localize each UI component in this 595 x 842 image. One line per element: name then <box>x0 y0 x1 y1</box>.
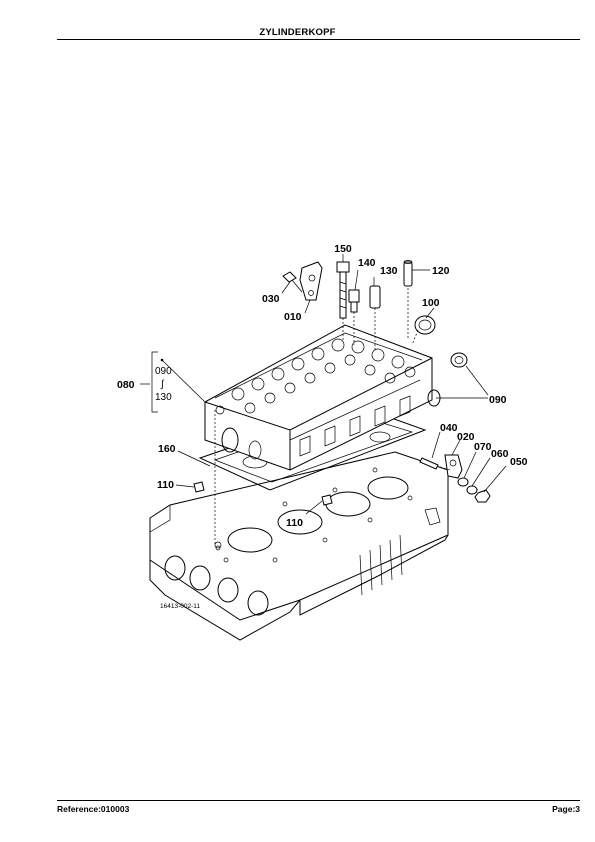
small-parts-drawing <box>193 260 491 506</box>
header-divider <box>57 39 580 40</box>
callout-010: 010 <box>284 311 302 323</box>
footer-page-number: Page:3 <box>552 804 580 814</box>
callout-020: 020 <box>457 431 475 443</box>
callout-030: 030 <box>262 293 280 305</box>
callout-140: 140 <box>358 257 376 269</box>
footer-reference: Reference:010003 <box>57 804 130 814</box>
callout-150: 150 <box>334 243 352 255</box>
callout-070: 070 <box>474 441 492 453</box>
callout-range-tilde: ∫ <box>160 379 165 390</box>
engine-block-drawing <box>149 451 449 641</box>
leader-lines <box>140 254 507 515</box>
callout-110-left: 110 <box>157 479 174 491</box>
callout-110-center: 110 <box>286 517 303 529</box>
callout-120: 120 <box>432 265 450 277</box>
callout-090-range-end: 130 <box>155 392 172 403</box>
callout-100: 100 <box>422 297 440 309</box>
callout-160: 160 <box>158 443 176 455</box>
callout-labels: 150 140 130 120 030 010 100 080 090 ∫ 13… <box>117 243 528 610</box>
alignment-lines <box>214 288 451 545</box>
callout-130: 130 <box>380 265 398 277</box>
callout-050: 050 <box>510 456 528 468</box>
callout-090-range-start: 090 <box>155 366 172 377</box>
callout-060: 060 <box>491 448 509 460</box>
callout-090: 090 <box>489 394 507 406</box>
callout-040: 040 <box>440 422 458 434</box>
drawing-code: 16413-002-11 <box>160 603 200 610</box>
cylinder-head-drawing <box>204 324 441 471</box>
footer-divider <box>57 800 580 801</box>
page-title: ZYLINDERKOPF <box>259 27 336 38</box>
callout-080: 080 <box>117 379 135 391</box>
